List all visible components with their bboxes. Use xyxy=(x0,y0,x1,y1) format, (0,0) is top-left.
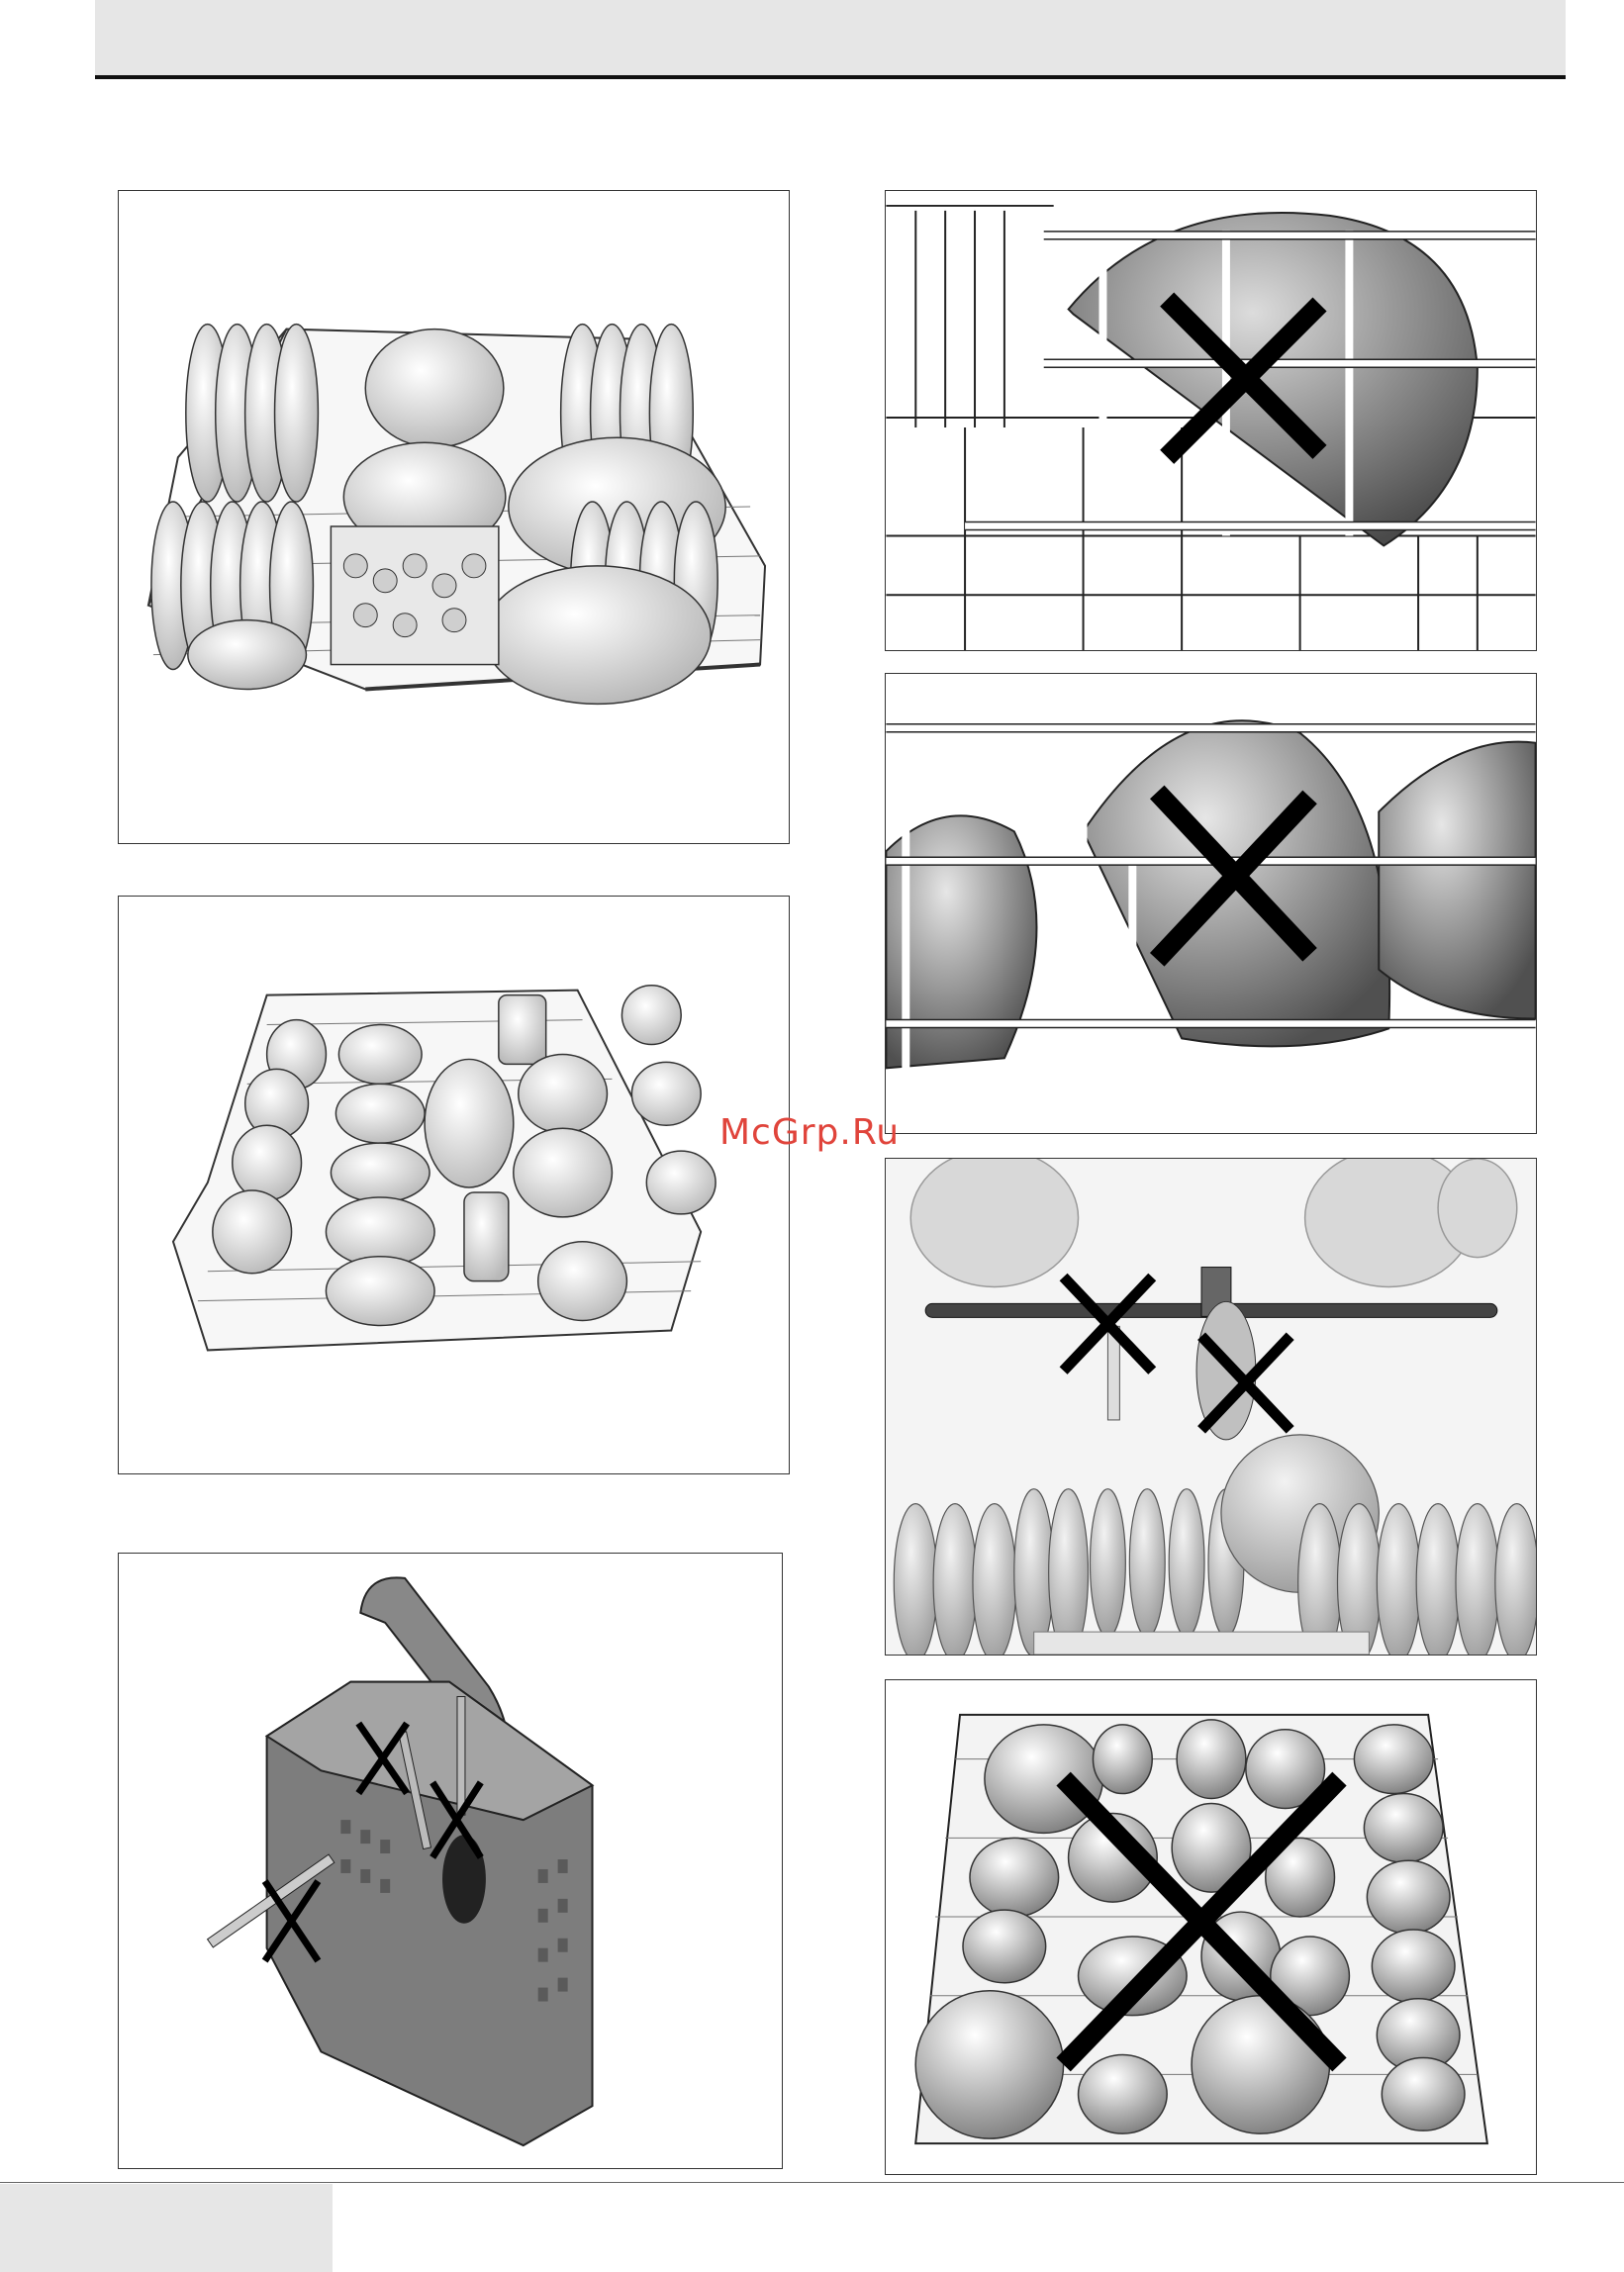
footer-tab xyxy=(0,2184,333,2272)
spray-arm-icon xyxy=(886,1159,1536,1655)
header-band xyxy=(95,0,1566,79)
figure-cutlery-basket-wrong xyxy=(118,1553,783,2169)
bowl-in-rack-icon xyxy=(886,674,1536,1133)
figure-upper-basket-correct xyxy=(118,896,790,1474)
figure-upper-basket-overloaded xyxy=(885,1679,1537,2175)
figure-bowls-wrong-1 xyxy=(885,190,1537,651)
watermark: McGrp.Ru xyxy=(719,1112,900,1153)
cutlery-basket-icon xyxy=(119,1554,782,2168)
dishwasher-upper-basket-icon xyxy=(119,897,789,1473)
figure-bowls-wrong-2 xyxy=(885,673,1537,1134)
bowl-in-rack-icon xyxy=(886,191,1536,650)
figure-spray-arm-blocked xyxy=(885,1158,1537,1656)
figure-lower-basket-correct xyxy=(118,190,790,844)
dishwasher-lower-basket-icon xyxy=(119,191,789,843)
dishwasher-upper-basket-overloaded-icon xyxy=(886,1680,1536,2174)
footer-rule xyxy=(0,2182,1624,2183)
